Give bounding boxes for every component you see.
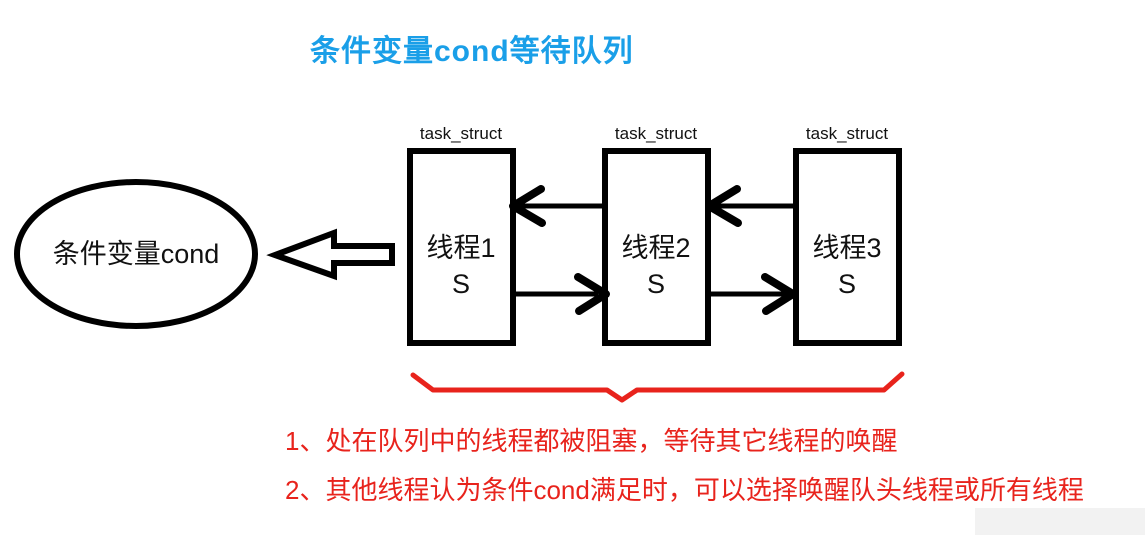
- queue-node-2: task_struct 线程2 S: [602, 124, 711, 346]
- arrow-node2-to-node1-icon: [509, 185, 606, 227]
- annotation-line-1: 1、处在队列中的线程都被阻塞，等待其它线程的唤醒: [285, 426, 898, 456]
- task-struct-header-1: task_struct: [420, 124, 502, 143]
- cond-variable-ellipse: [14, 179, 258, 329]
- thread-box-1: [407, 148, 516, 346]
- thread-state-3: S: [838, 269, 856, 299]
- thread-state-1: S: [452, 269, 470, 299]
- annotation-line-2: 2、其他线程认为条件cond满足时，可以选择唤醒队头线程或所有线程: [285, 475, 1084, 505]
- queue-brace: [410, 371, 905, 403]
- arrow-node3-to-node2-icon: [705, 185, 797, 227]
- cond-variable-label: 条件变量cond: [53, 239, 220, 269]
- thread-box-3: [793, 148, 902, 346]
- thread-name-1: 线程1: [426, 233, 495, 263]
- task-struct-header-2: task_struct: [615, 124, 697, 143]
- queue-node-1: task_struct 线程1 S: [407, 124, 516, 346]
- thread-box-2: [602, 148, 711, 346]
- task-struct-header-3: task_struct: [806, 124, 888, 143]
- watermark-remnant: [975, 508, 1145, 535]
- arrow-node2-to-node3-icon: [707, 273, 797, 315]
- queue-node-3: task_struct 线程3 S: [793, 124, 902, 346]
- thread-name-2: 线程2: [621, 233, 690, 263]
- arrow-node1-to-node2-icon: [512, 273, 610, 315]
- block-arrow-left-icon: [266, 228, 395, 281]
- diagram-title: 条件变量cond等待队列: [310, 35, 634, 68]
- thread-name-3: 线程3: [812, 233, 881, 263]
- thread-state-2: S: [647, 269, 665, 299]
